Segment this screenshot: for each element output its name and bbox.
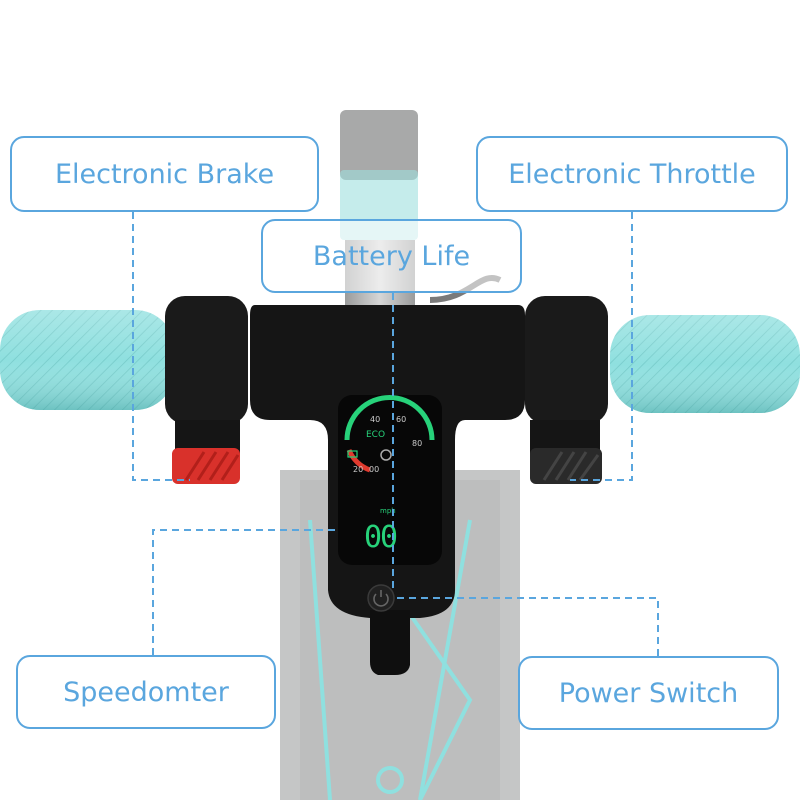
callout-speedometer: Speedomter [16,655,276,729]
power-button[interactable] [367,584,395,612]
power-leader-line [393,597,659,656]
mode-indicator: ECO [366,430,385,440]
throttle-leader-line [570,212,633,481]
dial-tick-40: 40 [370,415,380,424]
brake-leader-line [132,212,190,481]
throttle-lever-ridges [542,451,600,481]
callout-power-switch: Power Switch [518,656,779,730]
speed-gauge-low-arc [346,448,371,473]
battery-icon [347,450,358,458]
callout-battery-life: Battery Life [261,219,522,293]
callout-electronic-throttle: Electronic Throttle [476,136,788,212]
speedometer-icon [380,449,392,461]
battery-gauge-arc [344,395,435,441]
brake-lever-ridges [184,451,240,481]
callout-leader-lines [132,212,659,656]
dial-tick-20: 20 [353,465,363,474]
right-grip [610,315,800,413]
dial-tick-60: 60 [396,415,406,424]
display-panel [338,395,442,565]
speed-unit: mph [380,507,396,515]
dial-tick-00: 00 [369,465,379,474]
speedometer-leader-line [152,529,338,655]
callout-electronic-brake: Electronic Brake [10,136,319,212]
dial-tick-80: 80 [412,439,422,448]
left-grip [0,310,175,410]
power-icon [373,593,389,607]
